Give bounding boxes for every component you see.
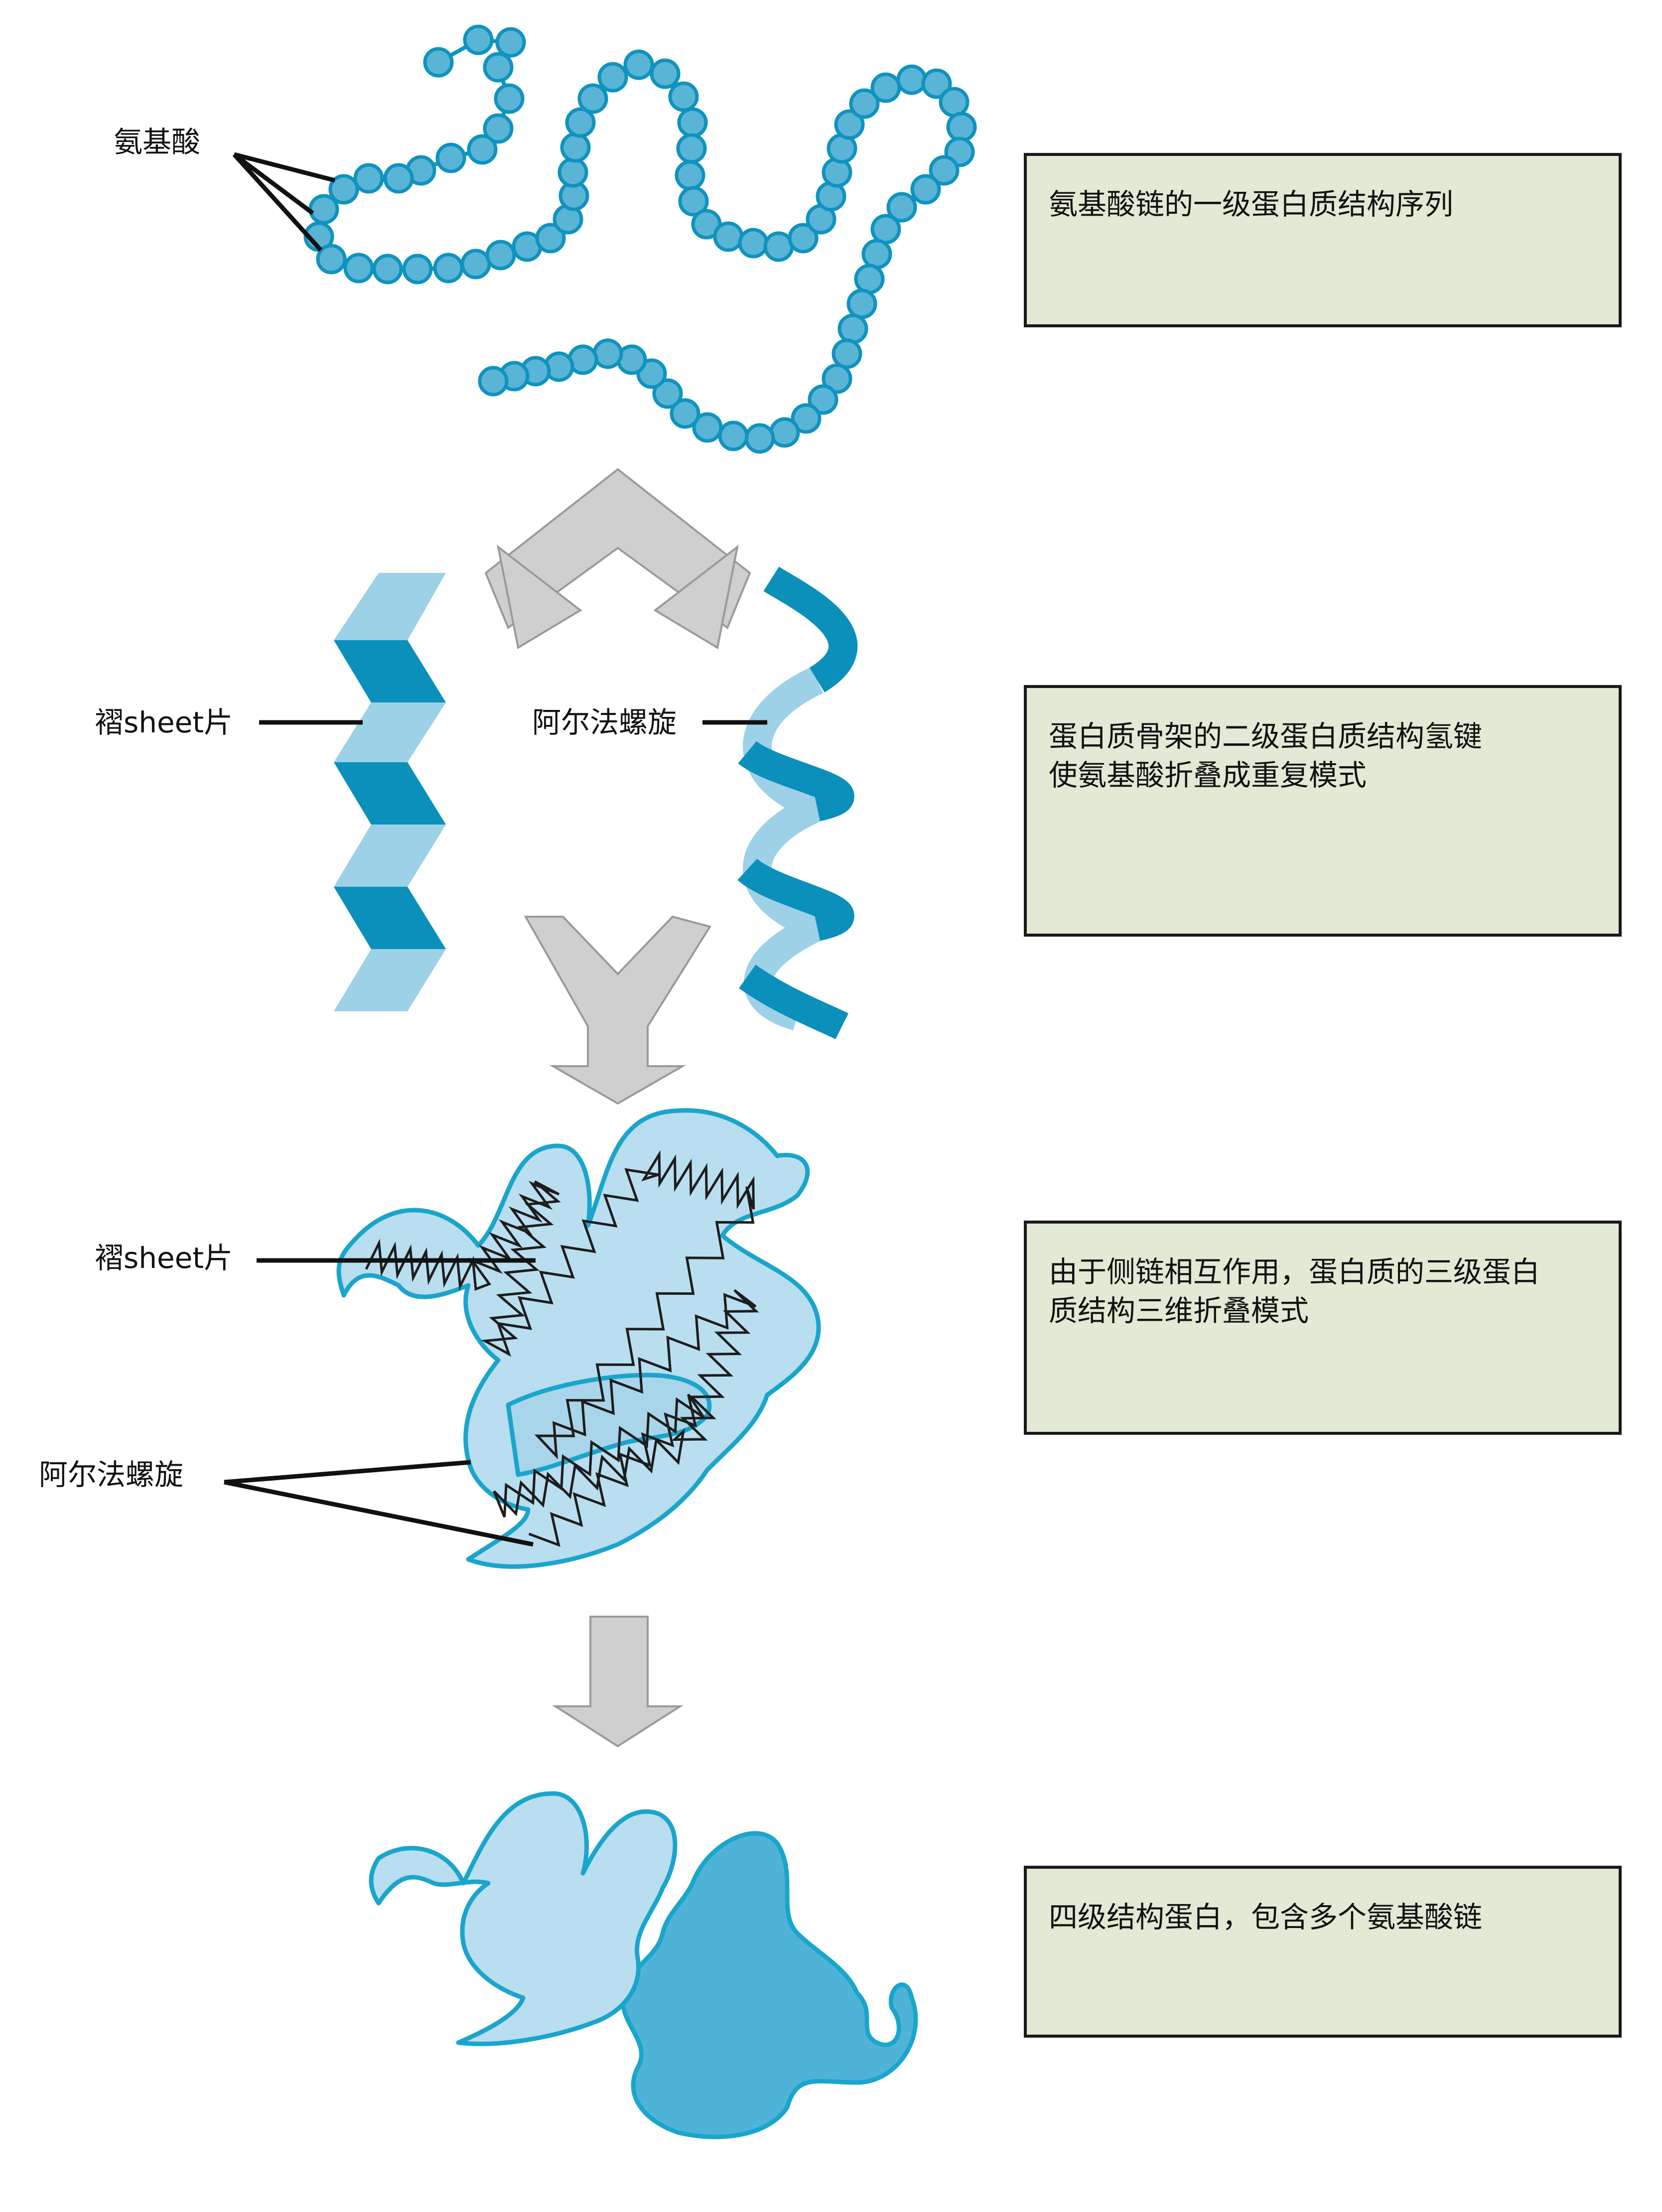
amino-acid-bead [402,254,433,284]
amino-acid-bead [353,163,384,194]
amino-acid-bead [692,412,723,443]
amino-acid-bead [328,174,359,205]
amino-acid-bead [372,254,403,284]
tertiary-box-line-2: 质结构三维折叠模式 [1049,1294,1309,1328]
quaternary-structure-box: 四级结构蛋白，包含多个氨基酸链 [1024,1866,1622,2038]
amino-acid-bead [383,163,414,194]
amino-acid-bead [834,109,865,140]
amino-acid-bead [929,155,960,186]
amino-acid-bead [423,47,454,78]
amino-acid-bead [861,239,892,270]
amino-acid-bead [535,223,566,254]
diverging-arrow-head-left [497,545,582,650]
tertiary-structure [336,1108,821,1569]
amino-acid-bead [463,24,494,55]
amino-acid-bead [808,384,838,415]
amino-acid-bead [788,223,819,254]
amino-acid-bead [483,113,514,144]
amino-acid-bead [495,27,526,58]
beta-sheet-label-top: 褶sheet片 [95,705,233,739]
amino-acid-bead [846,288,877,319]
secondary-box-line-2: 使氨基酸折叠成重复模式 [1049,758,1367,792]
amino-acid-bead [870,72,901,103]
amino-acid-bead [849,88,880,119]
amino-acid-bead [675,160,705,191]
amino-acid-bead [623,49,654,80]
amino-acid-bead [460,249,491,279]
beta-pleated-sheet [334,573,446,1011]
amino-acid-bead [670,398,700,429]
amino-acid-bead [939,87,970,118]
amino-acid-bead [316,244,347,275]
tertiary-box-line-1: 由于侧链相互作用，蛋白质的三级蛋白 [1049,1255,1540,1289]
amino-acid-bead [433,253,464,283]
beta-sheet-label-mid: 褶sheet片 [95,1241,233,1275]
amino-acid-bead [494,83,525,114]
amino-acid-bead [896,64,927,95]
tertiary-leader-lines [224,1258,536,1547]
quaternary-structure [369,1791,918,2139]
amino-acid-bead [597,62,628,93]
amino-acid-bead [652,378,683,409]
amino-acid-bead [592,338,623,369]
amino-acid-bead [483,52,514,83]
tertiary-backbone-squiggle [365,1150,759,1547]
amino-acid-bead [676,133,707,164]
amino-acid-bead [467,134,498,165]
amino-acid-bead [769,417,800,448]
amino-acid-bead [718,420,749,451]
amino-acid-bead [910,174,941,205]
quaternary-chain-dark [620,1831,918,2139]
amino-acid-bead [557,157,588,188]
alpha-helix [737,566,858,1040]
primary-structure-box: 氨基酸链的一级蛋白质结构序列 [1024,153,1622,327]
amino-acid-bead [308,194,339,225]
amino-acid-chain [303,24,977,454]
amino-acid-bead [822,363,852,394]
amino-acid-bead [478,366,509,397]
secondary-box-line-1: 蛋白质骨架的二级蛋白质结构氢键 [1049,719,1483,753]
amino-acid-bead [921,68,952,99]
amino-acid-label: 氨基酸 [114,125,200,159]
quaternary-chain-light [369,1791,678,2047]
amino-acid-bead [677,107,708,138]
amino-acid-bead [560,132,591,163]
down-arrow [552,1616,684,1748]
amino-acid-bead [565,107,596,138]
primary-box-line-1: 氨基酸链的一级蛋白质结构序列 [1049,187,1454,221]
amino-acid-bead [343,253,374,283]
amino-acid-bead [668,81,699,112]
amino-acid-bead [870,214,901,245]
amino-acid-bead [837,313,868,344]
amino-acid-bead [435,142,466,173]
amino-acid-bead [577,83,608,114]
converging-arrow [524,915,712,1105]
amino-acid-bead [650,58,681,89]
diverging-arrow-head-right [653,545,739,650]
amino-acid-bead [738,228,769,259]
amino-acid-bead [678,186,709,217]
quaternary-box-line-1: 四级结构蛋白，包含多个氨基酸链 [1049,1900,1483,1934]
amino-acid-bead [791,403,822,434]
amino-acid-bead [854,264,885,294]
amino-acid-bead [946,112,977,142]
amino-acid-bead [744,423,775,454]
amino-acid-bead [713,221,744,252]
amino-acid-bead [886,192,917,223]
alpha-helix-label-top: 阿尔法螺旋 [532,705,677,739]
amino-acid-leader-lines [232,152,336,252]
amino-acid-bead [831,338,862,369]
alpha-helix-label-mid: 阿尔法螺旋 [39,1458,183,1492]
secondary-structure-box: 蛋白质骨架的二级蛋白质结构氢键 使氨基酸折叠成重复模式 [1024,685,1622,937]
amino-acid-bead [485,240,516,271]
tertiary-structure-box: 由于侧链相互作用，蛋白质的三级蛋白 质结构三维折叠模式 [1024,1221,1622,1435]
